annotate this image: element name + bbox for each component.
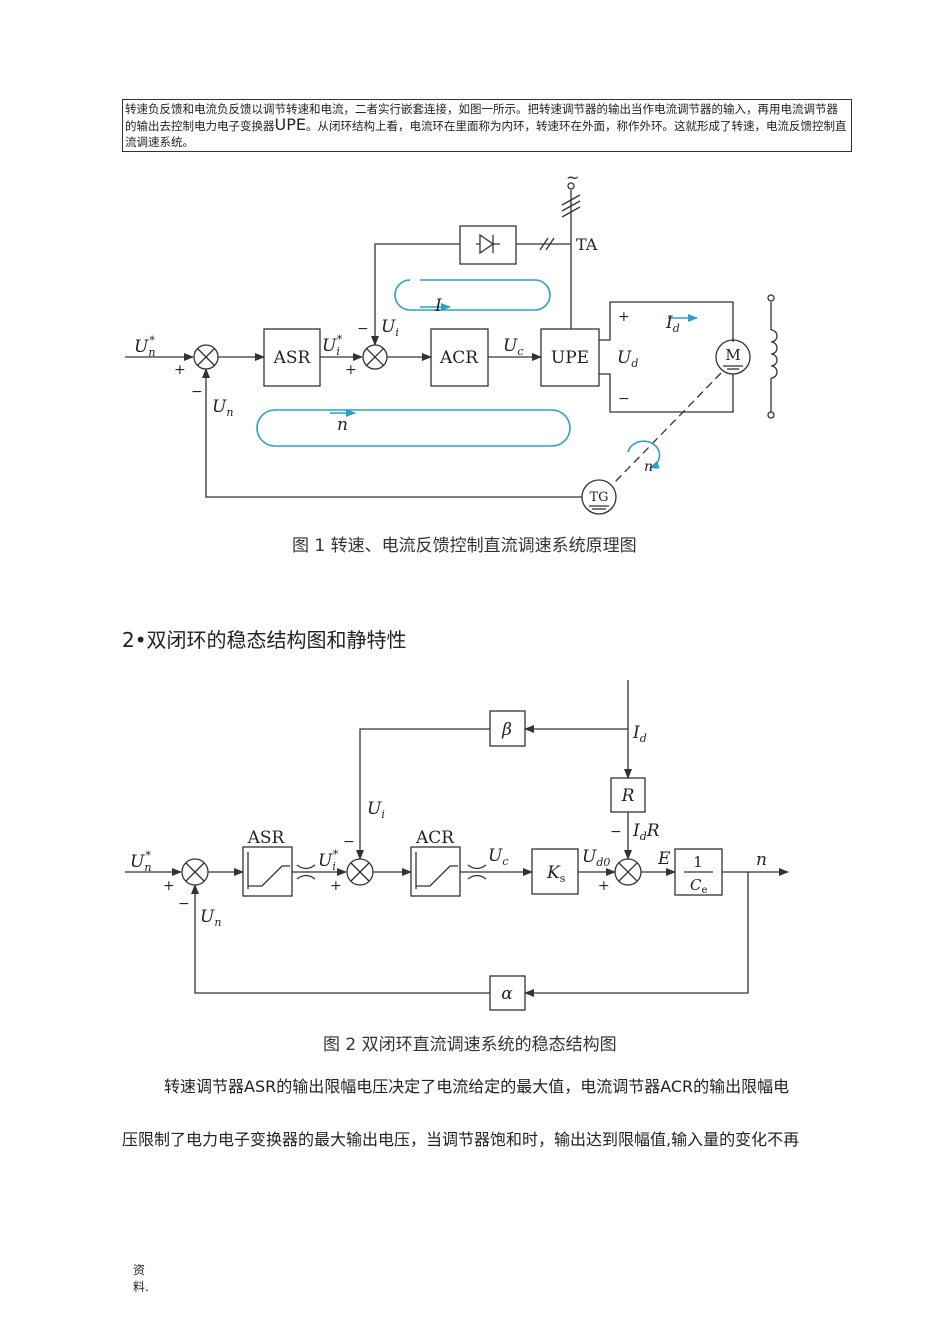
- ce-label: Ce: [690, 876, 707, 896]
- intro-text-a: 转速负反馈和电流负反馈以调节转速和电流，二者实行嵌套连接，如图一所示。把转速调节…: [125, 102, 838, 133]
- fig2-idr-label: IdR: [632, 821, 660, 843]
- fig2-ui-label: Ui: [367, 799, 385, 821]
- paragraph-line-1: 转速调节器ASR的输出限幅电压决定了电流给定的最大值，电流调节器ACR的输出限幅…: [164, 1077, 790, 1096]
- intro-text-box: 转速负反馈和电流负反馈以调节转速和电流，二者实行嵌套连接，如图一所示。把转速调节…: [122, 99, 852, 152]
- figure-2-diagram: ASR ACR β α R Ks 1 Ce Un* Ui* Ui Uc Ud0 …: [125, 680, 789, 1011]
- ta-label: TA: [576, 235, 598, 254]
- ui-star-label: Ui*: [322, 333, 343, 358]
- r-label: R: [621, 786, 635, 806]
- one-label: 1: [693, 853, 703, 871]
- speed-loop-label: n: [337, 415, 348, 435]
- rotation-label: n: [644, 459, 653, 475]
- page-footer: 资 料.: [133, 1262, 149, 1296]
- fig2-sum-b-minus: −: [343, 834, 355, 850]
- tg-label: TG: [589, 490, 608, 505]
- tilde-symbol: ~: [566, 168, 579, 187]
- fig2-un-label: Un: [200, 907, 221, 929]
- acr-limiter-block: [410, 846, 461, 897]
- intro-text-upe: UPE: [274, 115, 306, 134]
- un-label: Un: [212, 397, 233, 419]
- un-star-label: Un*: [134, 334, 155, 359]
- asr-limiter-block: [242, 846, 293, 897]
- section-heading: 2•双闭环的稳态结构图和静特性: [122, 628, 407, 652]
- figure-1-caption: 图 1 转速、电流反馈控制直流调速系统原理图: [292, 536, 637, 556]
- paragraph-line-2: 压限制了电力电子变换器的最大输出电压，当调节器饱和时，输出达到限幅值,输入量的变…: [122, 1130, 800, 1149]
- alpha-label: α: [501, 984, 513, 1004]
- fig2-un-star-label: Un*: [130, 849, 151, 874]
- ks-label: Ks: [546, 863, 566, 885]
- id-label: Id: [665, 313, 680, 335]
- figure-2-caption: 图 2 双闭环直流调速系统的稳态结构图: [323, 1035, 617, 1055]
- asr-label: ASR: [273, 348, 312, 368]
- sum2-minus: −: [357, 321, 369, 337]
- fig2-sum-c-plus: +: [598, 878, 610, 894]
- fig2-ui-star-label: Ui*: [318, 848, 339, 873]
- rectifier-block: [459, 225, 517, 265]
- acr-title: ACR: [415, 828, 455, 848]
- sum2-plus: +: [345, 362, 357, 378]
- asr-title: ASR: [247, 828, 286, 848]
- upe-label: UPE: [551, 348, 589, 368]
- fig2-n-label: n: [756, 850, 767, 870]
- footer-line-2: 料.: [133, 1280, 149, 1294]
- ui-label: Ui: [381, 317, 399, 339]
- upe-block: [540, 328, 600, 387]
- current-loop-label: I: [434, 296, 442, 316]
- fig2-e-label: E: [657, 849, 671, 869]
- acr-label: ACR: [439, 348, 479, 368]
- motor-label: M: [725, 346, 740, 364]
- ud-plus: +: [618, 309, 630, 325]
- fig2-sum-a-minus: −: [178, 896, 190, 912]
- fig2-ud0-label: Ud0: [582, 847, 610, 869]
- fig2-sum-b-plus: +: [330, 878, 342, 894]
- fig2-sum-a-plus: +: [163, 878, 175, 894]
- ud-minus: −: [618, 391, 630, 407]
- footer-line-1: 资: [133, 1263, 146, 1277]
- fig2-id-label: Id: [632, 723, 647, 745]
- uc-label: Uc: [503, 336, 524, 358]
- sum1-minus: −: [191, 384, 203, 400]
- ud-label: Ud: [617, 348, 638, 370]
- fig2-uc-label: Uc: [488, 846, 509, 868]
- motor-symbol: [715, 339, 751, 375]
- sum1-plus: +: [174, 362, 186, 378]
- beta-label: β: [501, 720, 512, 740]
- figure-1-diagram: ASR ACR UPE M TG TA ~ Un* Ui* Ui Uc Ud I…: [125, 168, 778, 515]
- fig2-sum-c-minus: −: [610, 824, 622, 840]
- intro-text-b: 。从闭环结构上看，电流环在里面称为内环，转速环在外面，称作外环。这就形成了转速，…: [125, 119, 847, 149]
